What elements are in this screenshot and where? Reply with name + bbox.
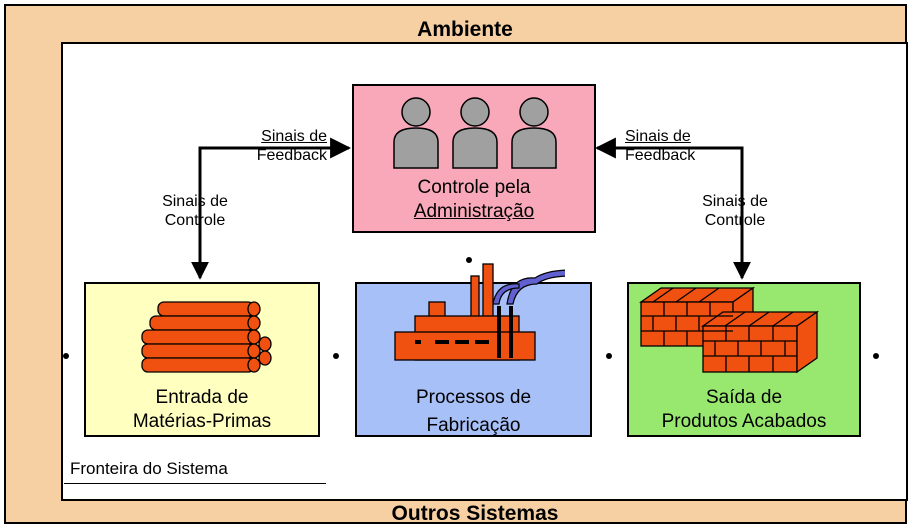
control-box: Controle pela Administração	[352, 84, 596, 233]
left-control-line1: Sinais de	[162, 193, 228, 210]
boundary-label: Fronteira do Sistema	[70, 459, 228, 478]
environment-label: Ambiente	[417, 18, 513, 41]
factory-icon	[394, 263, 565, 361]
boundary-label-rule	[64, 483, 326, 484]
process-top-dot	[466, 257, 472, 263]
right-control-line1: Sinais de	[702, 193, 768, 210]
output-box-line2: Produtos Acabados	[661, 411, 827, 432]
output-box-line1: Saída de	[705, 387, 783, 408]
flow-dot-left	[63, 353, 69, 359]
left-feedback-line2: Feedback	[256, 147, 327, 164]
control-box-line2: Administração	[413, 201, 535, 222]
right-control-line2: Controle	[704, 212, 766, 229]
logs-icon	[141, 301, 272, 373]
flow-dot-right	[873, 353, 879, 359]
left-feedback-line	[198, 137, 352, 275]
right-feedback-line	[594, 137, 744, 275]
right-feedback-line1: Sinais de	[625, 128, 691, 145]
right-feedback-label: Sinais de Feedback	[625, 127, 735, 165]
input-box-line2: Matérias-Primas	[132, 411, 272, 432]
control-box-line1: Controle pela	[417, 177, 531, 198]
process-box: Processos de Fabricação	[355, 263, 592, 437]
left-control-label: Sinais de Controle	[140, 192, 250, 230]
left-feedback-line1: Sinais de	[261, 128, 327, 145]
right-feedback-line2: Feedback	[625, 147, 696, 164]
bricks-icon	[639, 286, 819, 374]
output-box: Saída de Produtos Acabados	[627, 282, 861, 437]
left-control-line2: Controle	[164, 212, 226, 229]
left-feedback-label: Sinais de Feedback	[217, 127, 327, 165]
input-box: Entrada de Matérias-Primas	[84, 282, 320, 437]
flow-dot-input-process	[333, 353, 339, 359]
right-control-label: Sinais de Controle	[680, 192, 790, 230]
process-box-line1: Processos de	[415, 387, 532, 408]
other-systems-label: Outros Sistemas	[391, 502, 559, 525]
flow-dot-process-output	[606, 353, 612, 359]
people-icon	[393, 97, 557, 169]
process-box-line2: Fabricação	[426, 415, 521, 436]
input-box-line1: Entrada de	[155, 387, 249, 408]
